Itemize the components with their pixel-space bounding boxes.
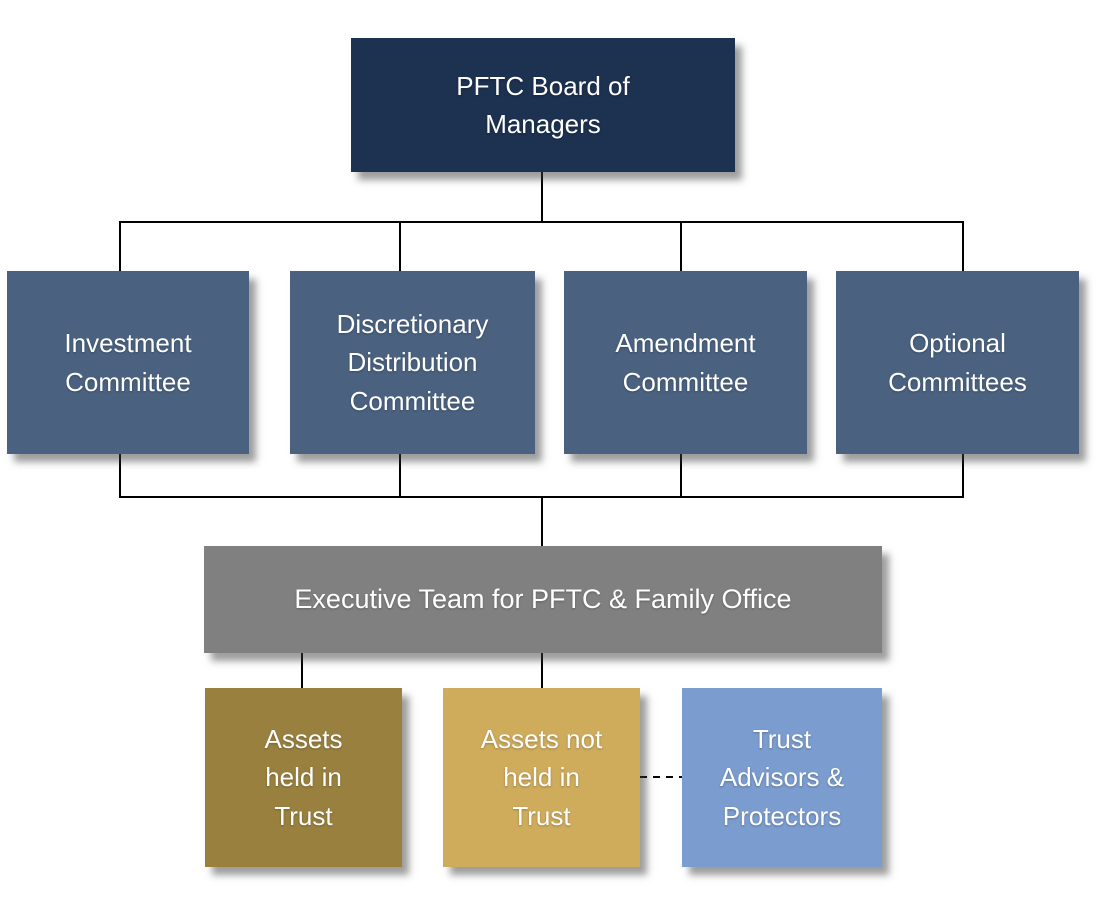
node-optional-label: Optional Committees [888, 328, 1027, 397]
node-assets-not-held-label: Assets not held in Trust [480, 724, 603, 831]
node-executive-team: Executive Team for PFTC & Family Office [204, 546, 882, 653]
node-assets-not-held-in-trust: Assets not held in Trust [443, 688, 640, 867]
node-assets-held-in-trust: Assets held in Trust [205, 688, 402, 867]
node-discretionary-label: Discretionary Distribution Committee [336, 309, 489, 416]
node-amendment-label: Amendment Committee [615, 328, 756, 397]
node-trust-advisors-label: Trust Advisors & Protectors [719, 724, 845, 831]
node-assets-held-label: Assets held in Trust [264, 724, 343, 831]
node-optional-committees: Optional Committees [836, 271, 1079, 454]
node-trust-advisors-protectors: Trust Advisors & Protectors [682, 688, 882, 867]
node-amendment-committee: Amendment Committee [564, 271, 807, 454]
node-discretionary-distribution-committee: Discretionary Distribution Committee [290, 271, 535, 454]
node-investment-label: Investment Committee [64, 328, 192, 397]
node-board-label: PFTC Board of Managers [456, 70, 630, 139]
node-investment-committee: Investment Committee [7, 271, 249, 454]
node-board-of-managers: PFTC Board of Managers [351, 38, 735, 172]
node-executive-label: Executive Team for PFTC & Family Office [294, 583, 792, 614]
